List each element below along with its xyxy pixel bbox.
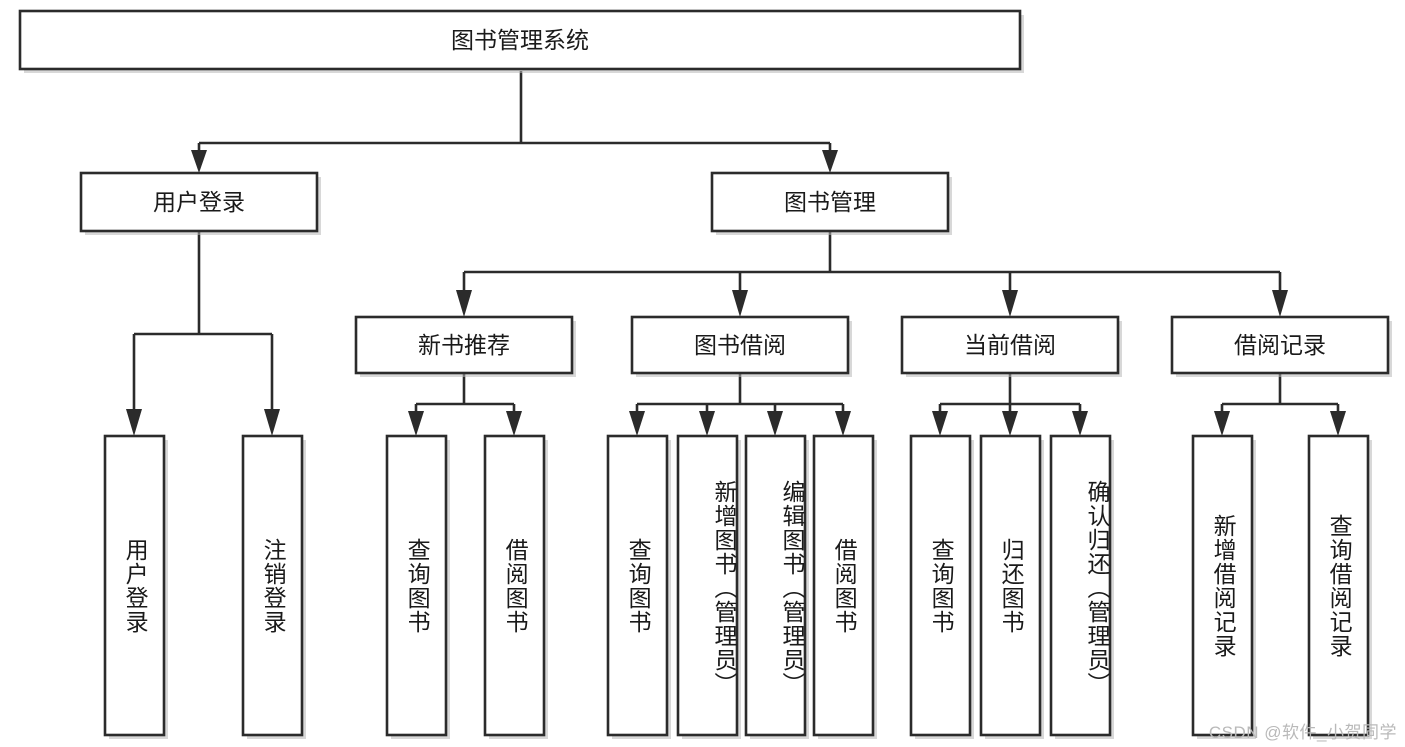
node-leaf-cb-confirm-return[interactable] bbox=[1049, 434, 1114, 739]
arrow-head-user-login bbox=[191, 150, 207, 173]
node-leaf-nb-query-book[interactable] bbox=[385, 434, 450, 739]
node-label-new-book-recommend: 新书推荐 bbox=[418, 332, 510, 358]
arrow-head-bb-leaf-2 bbox=[699, 411, 715, 436]
arrow-head-borrow-record bbox=[1272, 290, 1288, 317]
node-leaf-logout[interactable] bbox=[241, 434, 306, 739]
connector-group-book-borrow-children bbox=[629, 373, 851, 436]
node-label-book-management-system: 图书管理系统 bbox=[451, 27, 589, 53]
arrow-head-leaf-user-login bbox=[126, 409, 142, 436]
arrow-head-cb-leaf-3 bbox=[1072, 411, 1088, 436]
node-current-borrow[interactable]: 当前借阅 bbox=[900, 315, 1122, 377]
node-label-user-login: 用户登录 bbox=[153, 189, 245, 215]
node-borrow-record[interactable]: 借阅记录 bbox=[1170, 315, 1392, 377]
arrow-head-br-leaf-2 bbox=[1330, 411, 1346, 436]
node-leaf-cb-return-book[interactable] bbox=[979, 434, 1044, 739]
node-label-current-borrow: 当前借阅 bbox=[964, 332, 1056, 358]
arrow-head-bb-leaf-4 bbox=[835, 411, 851, 436]
connector-group-user-login-children bbox=[126, 231, 280, 436]
arrow-head-bb-leaf-1 bbox=[629, 411, 645, 436]
node-book-borrow[interactable]: 图书借阅 bbox=[630, 315, 852, 377]
node-book-management[interactable]: 图书管理 bbox=[710, 171, 952, 235]
arrow-head-bb-leaf-3 bbox=[767, 411, 783, 436]
node-leaf-bb-edit-book[interactable] bbox=[744, 434, 809, 739]
node-leaf-br-add-record[interactable] bbox=[1191, 434, 1256, 739]
connector-group-borrow-record-children bbox=[1214, 373, 1346, 436]
node-leaf-bb-add-book[interactable] bbox=[676, 434, 741, 739]
arrow-head-new-book bbox=[456, 290, 472, 317]
node-user-login[interactable]: 用户登录 bbox=[79, 171, 321, 235]
arrow-head-cb-leaf-1 bbox=[932, 411, 948, 436]
connector-group-book-management bbox=[456, 231, 1288, 317]
arrow-head-book-borrow bbox=[732, 290, 748, 317]
node-label-book-borrow: 图书借阅 bbox=[694, 332, 786, 358]
node-leaf-bb-query-book[interactable] bbox=[606, 434, 671, 739]
node-leaf-cb-query-book[interactable] bbox=[909, 434, 974, 739]
arrow-head-br-leaf-1 bbox=[1214, 411, 1230, 436]
connector-group-new-book-children bbox=[408, 373, 522, 436]
connector-group-current-borrow-children bbox=[932, 373, 1088, 436]
node-leaf-bb-borrow-book[interactable] bbox=[812, 434, 877, 739]
arrow-head-nb-leaf-1 bbox=[408, 411, 424, 436]
csdn-watermark: CSDN @软件_小贺同学 bbox=[1208, 723, 1397, 742]
node-leaf-br-query-record[interactable] bbox=[1307, 434, 1372, 739]
node-leaf-nb-borrow-book[interactable] bbox=[483, 434, 548, 739]
arrow-head-book-management bbox=[822, 150, 838, 173]
arrow-head-leaf-logout bbox=[264, 409, 280, 436]
node-new-book-recommend[interactable]: 新书推荐 bbox=[354, 315, 576, 377]
node-label-book-management: 图书管理 bbox=[784, 189, 876, 215]
connector-group-root bbox=[191, 71, 838, 173]
node-book-management-system[interactable]: 图书管理系统 bbox=[18, 9, 1024, 73]
arrow-head-current-borrow bbox=[1002, 290, 1018, 317]
node-label-borrow-record: 借阅记录 bbox=[1234, 332, 1326, 358]
node-leaf-user-login[interactable] bbox=[103, 434, 168, 739]
arrow-head-nb-leaf-2 bbox=[506, 411, 522, 436]
arrow-head-cb-leaf-2 bbox=[1002, 411, 1018, 436]
